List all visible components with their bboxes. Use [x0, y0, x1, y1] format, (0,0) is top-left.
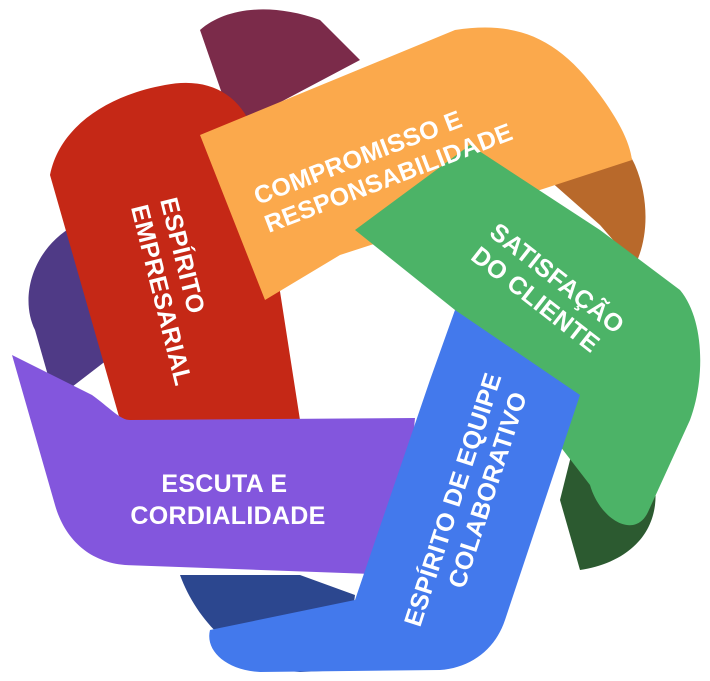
band-compromisso: [200, 27, 632, 301]
band-equipe: [209, 310, 580, 672]
band-escuta: [12, 355, 415, 575]
band-satisfacao: [355, 145, 701, 526]
label-escuta: ESCUTA E CORDIALIDADE: [130, 470, 325, 530]
